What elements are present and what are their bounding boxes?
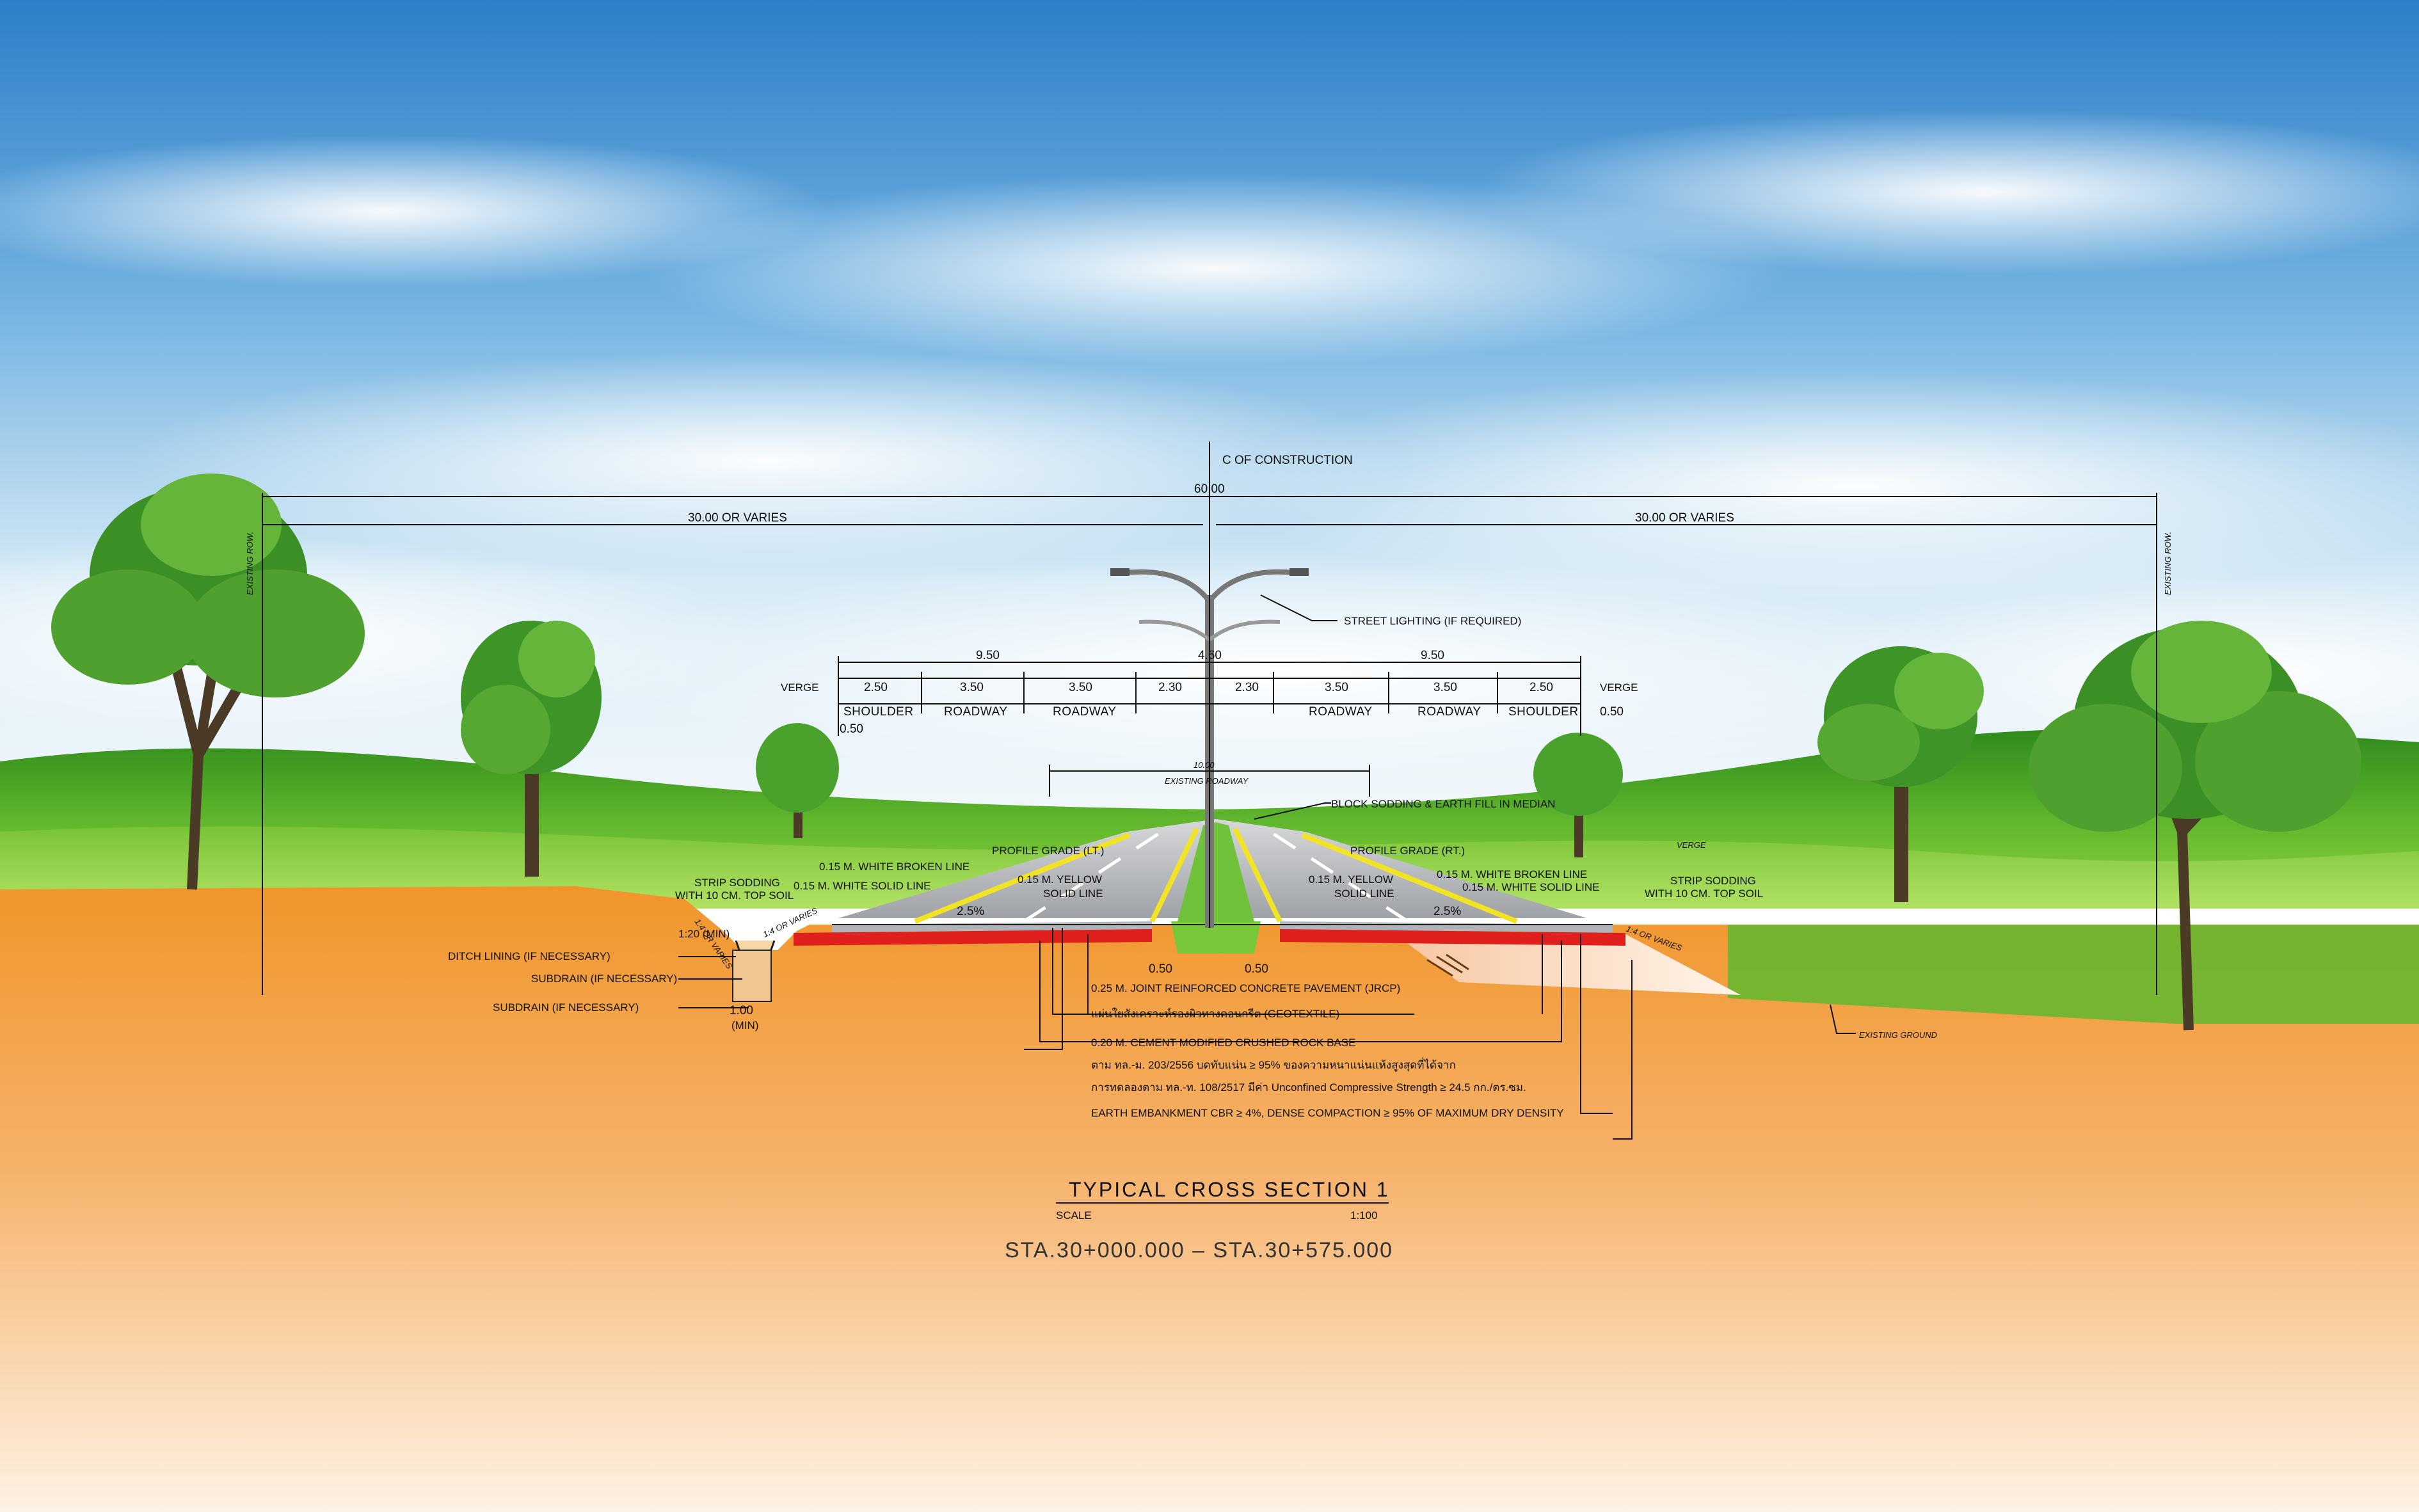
strip-left-2: WITH 10 CM. TOP SOIL <box>675 889 794 902</box>
white-broken-left: 0.15 M. WHITE BROKEN LINE <box>819 861 970 873</box>
section-title: TYPICAL CROSS SECTION 1 <box>1069 1178 1390 1201</box>
block-sodding-label: BLOCK SODDING & EARTH FILL IN MEDIAN <box>1331 798 1555 810</box>
segment-left-0: 2.50 <box>864 681 888 694</box>
existing-ground-label: EXISTING GROUND <box>1859 1030 1937 1040</box>
left-half-width: 30.00 OR VARIES <box>688 511 787 525</box>
street-lighting-label: STREET LIGHTING (IF REQUIRED) <box>1344 615 1521 627</box>
tree-right-mid <box>1817 646 1984 902</box>
embankment-hatch <box>1426 953 1469 977</box>
scale-value: 1:100 <box>1350 1209 1378 1222</box>
tree-right-large <box>2029 621 2361 1031</box>
existing-width: 10.00 <box>1194 760 1215 770</box>
dimension-lines <box>262 442 2157 995</box>
base-label: 0.20 M. CEMENT MODIFIED CRUSHED ROCK BAS… <box>1091 1037 1355 1049</box>
segment-left-1: 3.50 <box>960 681 984 694</box>
geotextile-label: แผ่นใยสังเคราะห์รองผิวทางคอนกรีต (GEOTEX… <box>1091 1007 1339 1020</box>
segment-right-1: 3.50 <box>1325 681 1348 694</box>
road-edge-lines <box>914 827 1518 924</box>
slope-ratio: 1:20 (MIN) <box>678 928 730 940</box>
strip-right-1: STRIP SODDING <box>1670 875 1756 887</box>
row-left-label: EXISTING ROW. <box>245 532 255 595</box>
verge-right-label: VERGE <box>1600 681 1638 694</box>
verge-left-label: VERGE <box>781 681 819 694</box>
right-existing-ground <box>1728 925 2419 1024</box>
white-broken-right: 0.15 M. WHITE BROKEN LINE <box>1437 868 1587 880</box>
verge-right-width: 0.50 <box>1600 705 1624 719</box>
base-note-1: ตาม ทล.-ม. 203/2556 บดทับแน่น ≥ 95% ของค… <box>1091 1057 1456 1072</box>
strip-right-2: WITH 10 CM. TOP SOIL <box>1645 887 1763 900</box>
half-left-width: 9.50 <box>976 649 1000 662</box>
road-center-median <box>1178 822 1254 921</box>
yellow-right-2: SOLID LINE <box>1334 887 1394 900</box>
yellow-right-1: 0.15 M. YELLOW <box>1309 873 1393 886</box>
top-dimensions: 9.50 4.60 9.50 2.50 3.50 3.50 2.30 2.30 … <box>781 649 1638 786</box>
layer-labels: DITCH LINING (IF NECESSARY) SUBDRAIN (IF… <box>448 950 1937 1119</box>
verge-left-width: 0.50 <box>840 722 863 736</box>
median-section <box>1171 921 1261 953</box>
lane-right-2: SHOULDER <box>1508 705 1579 719</box>
pavement-section <box>794 921 1625 953</box>
subdrain-label-2: SUBDRAIN (IF NECESSARY) <box>493 1001 639 1014</box>
tree-left-small <box>756 723 839 838</box>
leader-lines <box>678 594 1856 1140</box>
embankment <box>1395 934 1741 995</box>
scale-label: SCALE <box>1056 1209 1092 1222</box>
ditch-min: (MIN) <box>731 1019 758 1031</box>
ditch-lining-label: DITCH LINING (IF NECESSARY) <box>448 950 611 962</box>
soil-ground <box>0 886 2419 1512</box>
curb-right-width: 0.50 <box>1245 962 1268 976</box>
right-half-width: 30.00 OR VARIES <box>1635 511 1734 525</box>
yellow-left-1: 0.15 M. YELLOW <box>1018 873 1102 886</box>
tree-left-mid <box>461 621 602 877</box>
base-layer-right <box>1280 929 1625 946</box>
profile-lt-label: PROFILE GRADE (LT.) <box>992 845 1104 857</box>
title-block: TYPICAL CROSS SECTION 1 SCALE 1:100 STA.… <box>1005 1178 1393 1262</box>
jrcp-label: 0.25 M. JOINT REINFORCED CONCRETE PAVEME… <box>1091 982 1400 994</box>
lane-right-1: ROADWAY <box>1417 705 1481 719</box>
subdrain-label-1: SUBDRAIN (IF NECESSARY) <box>531 973 677 985</box>
existing-roadway: EXISTING ROADWAY <box>1165 776 1249 786</box>
lane-left-0: SHOULDER <box>843 705 914 719</box>
median-width: 4.60 <box>1198 649 1222 662</box>
crossfall-left: 2.5% <box>957 905 984 918</box>
segment-right-0: 2.30 <box>1235 681 1259 694</box>
total-width: 60.00 <box>1194 482 1225 496</box>
station-range: STA.30+000.000 – STA.30+575.000 <box>1005 1238 1393 1262</box>
curb-left-width: 0.50 <box>1149 962 1172 976</box>
segment-right-3: 2.50 <box>1529 681 1553 694</box>
lane-left-1: ROADWAY <box>944 705 1008 719</box>
strip-left-1: STRIP SODDING <box>694 877 780 889</box>
segment-ticks <box>921 672 1498 713</box>
white-solid-right: 0.15 M. WHITE SOLID LINE <box>1462 881 1599 893</box>
white-solid-left: 0.15 M. WHITE SOLID LINE <box>794 880 930 892</box>
ditch-width: 1.00 <box>730 1004 753 1017</box>
row-right-label: EXISTING ROW. <box>2163 532 2173 595</box>
lane-right-0: ROADWAY <box>1309 705 1373 719</box>
base-note-2: การทดลองตาม ทล.-ท. 108/2517 มีค่า Unconf… <box>1091 1081 1526 1094</box>
tree-left-large <box>51 473 365 890</box>
tree-right-small <box>1533 733 1623 857</box>
yellow-left-2: SOLID LINE <box>1043 887 1103 900</box>
profile-rt-label: PROFILE GRADE (RT.) <box>1350 845 1465 857</box>
embankment-label: EARTH EMBANKMENT CBR ≥ 4%, DENSE COMPACT… <box>1091 1107 1564 1119</box>
verge-right-note: VERGE <box>1677 840 1706 850</box>
lane-left-2: ROADWAY <box>1053 705 1117 719</box>
segment-left-2: 3.50 <box>1069 681 1092 694</box>
segment-right-2: 3.50 <box>1433 681 1457 694</box>
centerline-label: C OF CONSTRUCTION <box>1222 454 1353 467</box>
header-labels: C OF CONSTRUCTION 60.00 30.00 OR VARIES … <box>245 454 2173 595</box>
segment-left-3: 2.30 <box>1158 681 1182 694</box>
road-labels: STREET LIGHTING (IF REQUIRED) BLOCK SODD… <box>675 615 1763 1031</box>
ditch <box>732 940 776 1002</box>
road-lane-dashes <box>1023 830 1409 923</box>
crossfall-right: 2.5% <box>1433 905 1461 918</box>
half-right-width: 9.50 <box>1421 649 1444 662</box>
